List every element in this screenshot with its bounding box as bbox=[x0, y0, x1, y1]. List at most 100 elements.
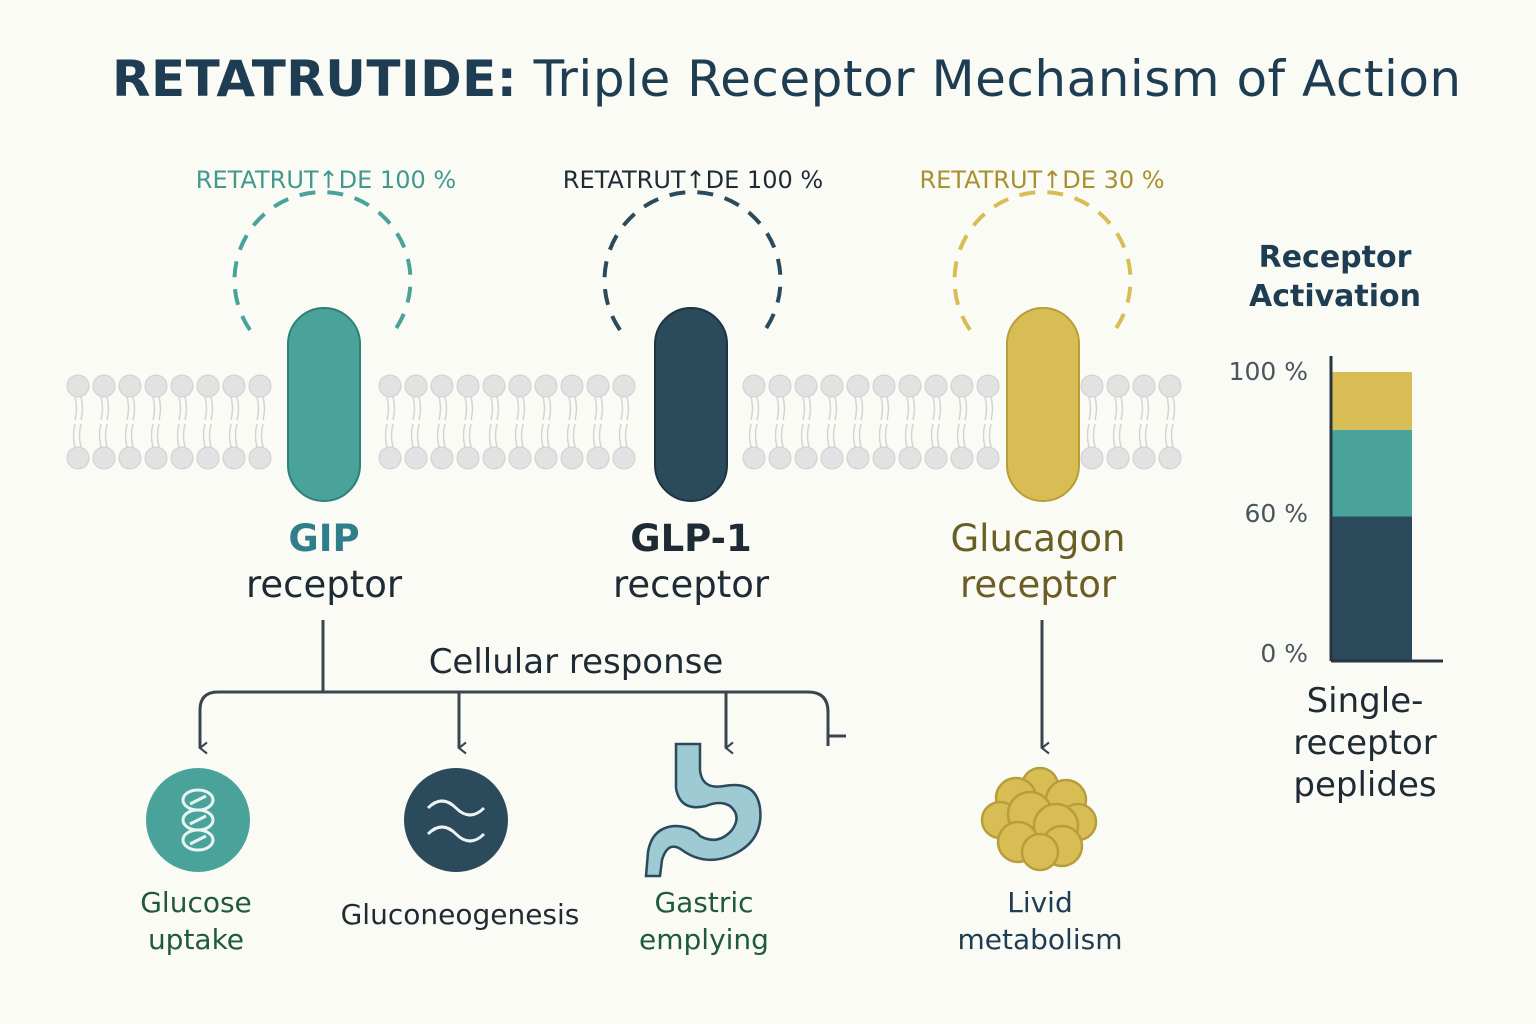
lipid-tail bbox=[854, 396, 858, 421]
lipid-tail bbox=[470, 396, 474, 421]
lipid-cluster-icon bbox=[980, 766, 1098, 872]
lipid-tail bbox=[754, 423, 758, 448]
lipid-tail bbox=[1164, 423, 1168, 448]
lipid-head bbox=[612, 374, 636, 398]
lipid-tail bbox=[904, 423, 908, 448]
lipid-tail bbox=[834, 396, 838, 421]
lipid-tail bbox=[438, 396, 442, 421]
lipid-tail bbox=[574, 396, 578, 421]
lipid-tail bbox=[782, 396, 786, 421]
lipid-tail bbox=[1140, 396, 1144, 421]
lipid-tail bbox=[464, 396, 468, 421]
gip-ligand-arc bbox=[232, 190, 413, 332]
lipid-head bbox=[898, 374, 922, 398]
lipid-tail bbox=[260, 423, 264, 448]
lipid-tail bbox=[886, 396, 890, 421]
lipid-tail bbox=[1166, 396, 1170, 421]
lipid-tail bbox=[256, 396, 260, 421]
lipid-tail bbox=[808, 396, 812, 421]
lipid-tail bbox=[74, 396, 78, 421]
lipid-tail bbox=[568, 396, 572, 421]
glp1-receptor-label: GLP-1 receptor bbox=[612, 517, 770, 606]
lipid-head bbox=[872, 374, 896, 398]
lipid-head bbox=[482, 374, 506, 398]
glucose-cells-icon bbox=[146, 768, 250, 872]
lipid-tail bbox=[540, 423, 544, 448]
lipid-head bbox=[196, 374, 220, 398]
lipid-tail bbox=[202, 423, 206, 448]
lipid-tail bbox=[100, 396, 104, 421]
lipid-tail bbox=[858, 423, 862, 448]
lipid-tail bbox=[878, 423, 882, 448]
lipid-tail bbox=[546, 423, 550, 448]
gip-dose-label: RETATRUT↑DE 100 % bbox=[195, 166, 457, 194]
lipid-head bbox=[404, 446, 428, 470]
lipid-tail bbox=[618, 423, 622, 448]
lipid-tail bbox=[98, 423, 102, 448]
lipid-tail bbox=[936, 423, 940, 448]
lipid-tail bbox=[756, 396, 760, 421]
lipid-tail bbox=[988, 423, 992, 448]
lipid-head bbox=[976, 374, 1000, 398]
lipid-tail bbox=[384, 423, 388, 448]
lipid-tail bbox=[442, 423, 446, 448]
lipid-head bbox=[1080, 374, 1104, 398]
lipid-head bbox=[66, 374, 90, 398]
lipid-head bbox=[586, 374, 610, 398]
lipid-tail bbox=[932, 396, 936, 421]
lipid-tail bbox=[776, 396, 780, 421]
lipid-head bbox=[456, 446, 480, 470]
lipid-head bbox=[170, 374, 194, 398]
lipid-head bbox=[950, 374, 974, 398]
glucagon-receptor-label: Glucagon receptor bbox=[950, 517, 1126, 606]
lipid-tail bbox=[1086, 423, 1090, 448]
chart-title: Receptor Activation bbox=[1248, 240, 1422, 314]
lipid-tail bbox=[468, 423, 472, 448]
lipid-head bbox=[950, 446, 974, 470]
lipid-tail bbox=[254, 423, 258, 448]
lipid-tail bbox=[150, 423, 154, 448]
lipid-tail bbox=[158, 396, 162, 421]
lipid-tail bbox=[598, 423, 602, 448]
lipid-tail bbox=[130, 423, 134, 448]
response-gastric-emptying: Gastric emplying bbox=[639, 886, 769, 956]
lipid-tail bbox=[520, 423, 524, 448]
lipid-tail bbox=[990, 396, 994, 421]
title-text: Triple Receptor Mechanism of Action bbox=[517, 50, 1462, 108]
receptor-activation-chart bbox=[1329, 356, 1443, 663]
lipid-tail bbox=[624, 423, 628, 448]
lipid-tail bbox=[210, 396, 214, 421]
lipid-tail bbox=[620, 396, 624, 421]
lipid-tail bbox=[626, 396, 630, 421]
lipid-tail bbox=[416, 423, 420, 448]
chart-caption: Single- receptor peplides bbox=[1293, 681, 1437, 805]
lipid-tail bbox=[132, 396, 136, 421]
lipid-tail bbox=[880, 396, 884, 421]
lipid-head bbox=[742, 446, 766, 470]
lipid-tail bbox=[828, 396, 832, 421]
lipid-tail bbox=[234, 423, 238, 448]
lipid-tail bbox=[1170, 423, 1174, 448]
lipid-tail bbox=[750, 396, 754, 421]
lipid-head bbox=[222, 446, 246, 470]
lipid-head bbox=[924, 374, 948, 398]
lipid-head bbox=[794, 446, 818, 470]
lipid-tail bbox=[1094, 396, 1098, 421]
lipid-head bbox=[508, 374, 532, 398]
lipid-head bbox=[482, 446, 506, 470]
bar-segment-1 bbox=[1331, 429, 1412, 517]
lipid-tail bbox=[860, 396, 864, 421]
lipid-head bbox=[66, 446, 90, 470]
lipid-head bbox=[560, 446, 584, 470]
lipid-tail bbox=[462, 423, 466, 448]
lipid-head bbox=[508, 446, 532, 470]
lipid-head bbox=[430, 446, 454, 470]
lipid-tail bbox=[806, 423, 810, 448]
lipid-head bbox=[144, 446, 168, 470]
lipid-tail bbox=[262, 396, 266, 421]
bar-segment-2 bbox=[1331, 372, 1412, 430]
lipid-tail bbox=[958, 396, 962, 421]
lipid-head bbox=[378, 446, 402, 470]
lipid-head bbox=[560, 374, 584, 398]
